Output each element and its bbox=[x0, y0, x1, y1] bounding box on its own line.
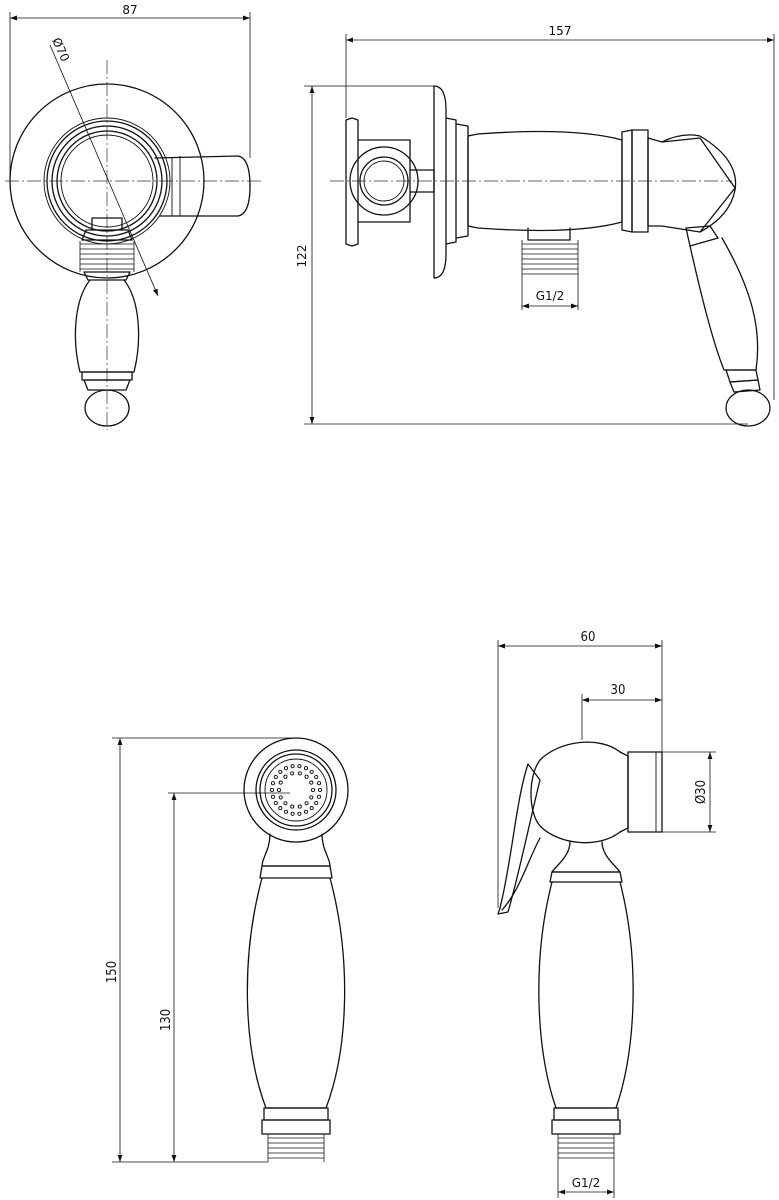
nozzle-hole bbox=[270, 781, 276, 786]
dim-front-width: 87 bbox=[122, 3, 137, 17]
nozzle-hole bbox=[314, 800, 319, 806]
nozzle-hole bbox=[309, 780, 314, 785]
nozzle-hole bbox=[297, 804, 302, 809]
handle-thread bbox=[267, 1134, 325, 1162]
nozzle-hole bbox=[273, 800, 278, 806]
shower-front-view: 150 130 bbox=[105, 737, 349, 1163]
nozzle-hole bbox=[303, 809, 309, 814]
dim-side-thread: G1/2 bbox=[536, 289, 565, 303]
nozzle-hole bbox=[309, 769, 314, 774]
nozzle-hole bbox=[304, 801, 309, 806]
nozzle-hole bbox=[269, 787, 275, 793]
dim-shower-center: 130 bbox=[159, 1009, 174, 1031]
nozzle-hole bbox=[304, 774, 309, 779]
nozzle-hole bbox=[314, 774, 319, 780]
dim-shower-half: 30 bbox=[611, 683, 626, 698]
nozzle-hole bbox=[309, 795, 314, 800]
nozzle-hole bbox=[278, 769, 283, 774]
side-handle-thread bbox=[557, 1134, 615, 1162]
nozzle-hole bbox=[283, 801, 288, 806]
nozzle-hole bbox=[290, 764, 295, 769]
nozzle-hole bbox=[273, 774, 278, 780]
nozzle-hole bbox=[297, 771, 302, 776]
nozzle-holes bbox=[269, 764, 323, 816]
outlet-thread bbox=[521, 240, 579, 275]
nozzle-hole bbox=[297, 764, 302, 769]
nozzle-hole bbox=[310, 787, 316, 793]
nozzle-hole bbox=[283, 809, 289, 814]
dim-shower-total: 150 bbox=[105, 961, 120, 983]
nozzle-hole bbox=[278, 780, 283, 785]
nozzle-hole bbox=[283, 766, 289, 771]
nozzle-hole bbox=[283, 774, 288, 779]
nozzle-hole bbox=[316, 794, 322, 799]
nozzle-hole bbox=[270, 794, 276, 799]
nozzle-hole bbox=[309, 806, 314, 811]
shower-side-view: G1/2 60 30 Ø30 bbox=[497, 630, 716, 1198]
nozzle-hole bbox=[278, 795, 283, 800]
nozzle-hole bbox=[290, 771, 295, 776]
nozzle-hole bbox=[316, 781, 322, 786]
dim-front-diameter: Ø70 bbox=[49, 36, 72, 64]
dim-shower-diameter: Ø30 bbox=[694, 780, 709, 804]
dim-side-height: 122 bbox=[295, 245, 309, 268]
lever-thread bbox=[79, 241, 135, 272]
nozzle-hole bbox=[290, 811, 295, 816]
nozzle-hole bbox=[276, 787, 282, 793]
dim-shower-width: 60 bbox=[581, 630, 596, 645]
nozzle-hole bbox=[297, 811, 302, 816]
valve-front-view: 87 Ø70 bbox=[5, 3, 262, 430]
nozzle-hole bbox=[290, 804, 295, 809]
dim-side-width: 157 bbox=[549, 24, 572, 38]
nozzle-hole bbox=[317, 787, 323, 793]
nozzle-hole bbox=[278, 806, 283, 811]
dim-shower-thread: G1/2 bbox=[572, 1176, 601, 1190]
nozzle-hole bbox=[303, 766, 309, 771]
valve-side-view: G1/2 157 122 bbox=[295, 24, 775, 427]
